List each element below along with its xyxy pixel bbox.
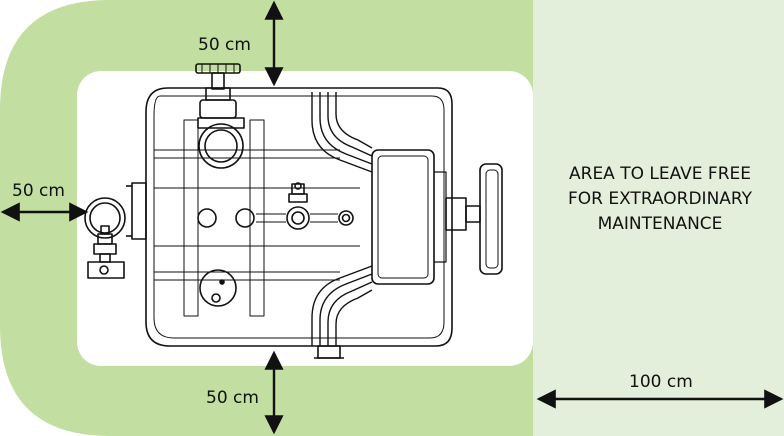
- right-clearance-label: 100 cm: [629, 372, 693, 392]
- top-clearance-label: 50 cm: [198, 35, 251, 55]
- maintenance-line-3: MAINTENANCE: [597, 214, 723, 234]
- bottom-clearance-label: 50 cm: [206, 388, 259, 408]
- maintenance-line-1: AREA TO LEAVE FREE: [569, 164, 751, 184]
- unit-footprint-area: [77, 71, 533, 366]
- maintenance-zone: [533, 0, 784, 436]
- maintenance-area-text: AREA TO LEAVE FREE FOR EXTRAORDINARY MAI…: [536, 162, 784, 237]
- maintenance-line-2: FOR EXTRAORDINARY: [567, 189, 753, 209]
- left-clearance-label: 50 cm: [12, 181, 65, 201]
- unit-top-view: [84, 63, 503, 359]
